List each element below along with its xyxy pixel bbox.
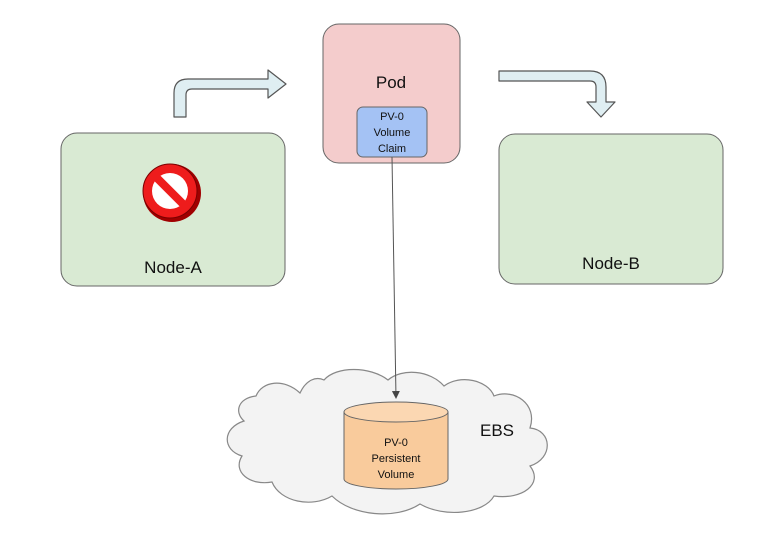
claim-to-volume-connector (391, 156, 400, 399)
arrow-down-icon (498, 70, 616, 118)
node-a-label: Node-A (144, 258, 202, 277)
volume-claim-box: PV-0 Volume Claim (356, 106, 428, 158)
node-b-box: Node-B (498, 133, 724, 285)
volume-line-1: PV-0 (384, 437, 408, 449)
node-a-box: Node-A (60, 132, 286, 287)
node-b-label: Node-B (582, 254, 640, 273)
prohibited-icon (142, 163, 201, 222)
pod-label: Pod (376, 73, 406, 92)
pod-box: Pod PV-0 Volume Claim (322, 23, 461, 164)
volume-line-2: Persistent (372, 453, 421, 465)
persistent-volume-cylinder: PV-0 Persistent Volume (343, 401, 449, 490)
arrow-right-icon (173, 69, 287, 118)
ebs-label: EBS (480, 421, 514, 440)
claim-line-2: Volume (374, 127, 411, 139)
volume-line-3: Volume (378, 469, 415, 481)
claim-line-3: Claim (378, 143, 406, 155)
claim-line-1: PV-0 (380, 111, 404, 123)
